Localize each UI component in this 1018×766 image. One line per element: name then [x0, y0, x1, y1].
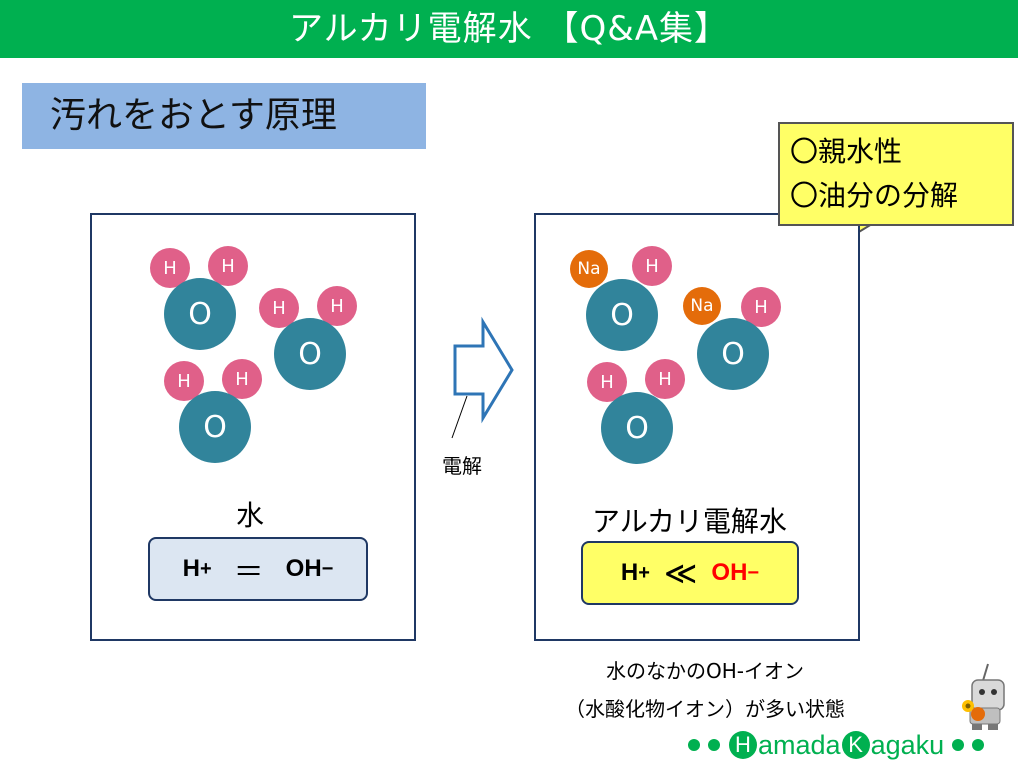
eq-relation: ≪: [663, 555, 698, 591]
electrolysis-arrow: [453, 316, 514, 424]
hydrogen-atom: H: [317, 286, 357, 326]
page-header: アルカリ電解水 【Q&A集】: [0, 0, 1018, 58]
logo-dot: [708, 739, 720, 751]
eq-h: H: [182, 555, 200, 582]
arrow-label-leader: [451, 395, 468, 439]
property-callout: 〇親水性 〇油分の分解: [778, 122, 1014, 226]
eq-oh: OH: [285, 555, 322, 582]
logo-dot: [952, 739, 965, 751]
eq-plus: +: [638, 561, 650, 584]
subtitle-text: 汚れをおとす原理: [50, 95, 337, 136]
logo-letter-h: H: [729, 731, 757, 759]
callout-line-hydrophilic: 〇親水性: [790, 135, 903, 168]
page-title: アルカリ電解水 【Q&A集】: [289, 9, 729, 49]
logo-letter-k: K: [841, 731, 870, 759]
sodium-atom: Na: [570, 250, 608, 288]
alkaline-water-caption: アルカリ電解水: [592, 505, 787, 538]
bottom-caption-line2: （水酸化物イオン）が多い状態: [565, 697, 845, 721]
company-logo: H amada K agaku: [688, 730, 1014, 760]
electrolysis-label: 電解: [442, 454, 482, 478]
section-subtitle: 汚れをおとす原理: [22, 83, 426, 149]
eq-oh: OH: [711, 559, 748, 586]
eq-minus: −: [747, 561, 760, 584]
logo-dot: [972, 739, 985, 751]
logo-text-part1: amada: [758, 729, 841, 760]
oxygen-atom: O: [586, 279, 658, 351]
eq-h: H: [620, 559, 639, 586]
oxygen-atom: O: [274, 318, 346, 390]
eq-minus: −: [321, 557, 334, 580]
bottom-caption-line1: 水のなかのOH-イオン: [606, 659, 804, 683]
alkaline-equation: H+ ≪ OH−: [581, 541, 799, 605]
callout-line-oil-decomposition: 〇油分の分解: [790, 179, 959, 212]
logo-text-part2: agaku: [870, 729, 945, 760]
hydrogen-atom: H: [222, 359, 262, 399]
oxygen-atom: O: [164, 278, 236, 350]
oxygen-atom: O: [601, 392, 673, 464]
eq-relation: ＝: [233, 556, 264, 589]
hydrogen-atom: H: [587, 362, 627, 402]
hydrogen-atom: H: [632, 246, 672, 286]
logo-dot: [688, 739, 700, 751]
sodium-atom: Na: [683, 287, 721, 325]
hydrogen-atom: H: [164, 361, 204, 401]
oxygen-atom: O: [179, 391, 251, 463]
oxygen-atom: O: [697, 318, 769, 390]
water-caption: 水: [236, 499, 265, 532]
eq-plus: +: [199, 557, 212, 580]
hydrogen-atom: H: [645, 359, 685, 399]
water-equation: H+ ＝ OH−: [148, 537, 368, 601]
hydrogen-atom: H: [208, 246, 248, 286]
